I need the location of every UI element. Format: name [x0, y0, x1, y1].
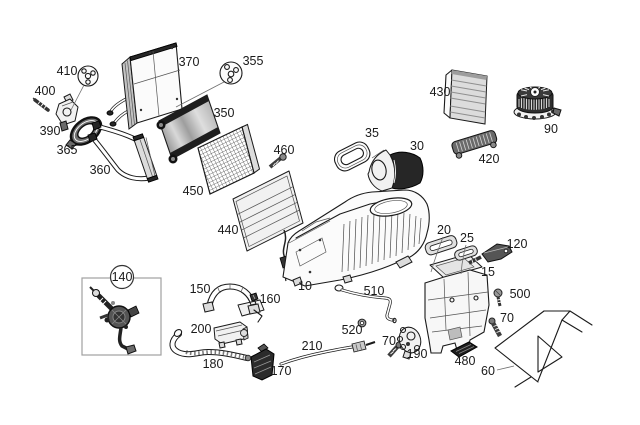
part-390-valve	[55, 93, 79, 132]
part-label-430: 430	[430, 85, 451, 99]
part-170-connector	[250, 343, 275, 381]
part-label-420: 420	[479, 152, 500, 166]
part-label-355: 355	[243, 54, 264, 68]
part-label-200: 200	[191, 322, 212, 336]
part-label-500: 500	[510, 287, 531, 301]
part-label-20: 20	[437, 223, 451, 237]
part-480-seal-strip	[450, 341, 478, 358]
part-90-blower-motor	[513, 86, 562, 120]
part-label-460: 460	[274, 143, 295, 157]
part-label-160: 160	[260, 292, 281, 306]
part-label-140: 140	[112, 270, 133, 284]
part-355-sealing-ring	[219, 61, 243, 85]
part-label-520: 520	[342, 323, 363, 337]
part-160-clip	[249, 292, 259, 302]
part-label-370: 370	[179, 55, 200, 69]
part-label-390: 390	[40, 124, 61, 138]
part-label-120: 120	[507, 237, 528, 251]
part-label-70: 70	[382, 334, 396, 348]
part-400-stud	[32, 97, 50, 112]
part-10-main-housing	[282, 189, 430, 287]
part-370-evaporator	[106, 42, 183, 130]
part-label-450: 450	[183, 184, 204, 198]
part-label-circle-140	[109, 264, 135, 290]
part-label-440: 440	[218, 223, 239, 237]
part-label-170: 170	[271, 364, 292, 378]
part-70-bolt-right	[488, 317, 502, 338]
part-label-180: 180	[203, 357, 224, 371]
part-190-actuator	[396, 326, 422, 360]
part-label-10: 10	[298, 279, 312, 293]
part-label-410: 410	[57, 64, 78, 78]
part-430-cabin-filter	[443, 69, 488, 125]
part-35-sealing-frame	[333, 141, 371, 172]
part-520-nut	[357, 318, 367, 328]
part-20-gasket	[424, 235, 458, 256]
leader-lines	[70, 81, 515, 371]
part-label-35: 35	[365, 126, 379, 140]
part-360-heater-pipes	[87, 120, 159, 183]
part-label-30: 30	[410, 139, 424, 153]
part-420-actuator-strip	[451, 130, 498, 159]
part-25-gasket	[454, 245, 478, 261]
part-500-bolt	[493, 288, 503, 307]
part-350-heater-core	[156, 94, 221, 164]
part-label-15: 15	[481, 265, 495, 279]
part-label-510: 510	[364, 284, 385, 298]
part-460-screw	[268, 153, 287, 169]
part-510-pipe	[334, 284, 397, 324]
part-120-bracket-bolt	[468, 243, 513, 265]
part-210-hose	[279, 340, 376, 366]
part-label-350: 350	[214, 106, 235, 120]
part-410-sealing-ring	[77, 65, 99, 87]
part-label-210: 210	[302, 339, 323, 353]
part-150-bracket	[202, 283, 265, 323]
part-200-actuator	[213, 321, 249, 349]
part-label-480: 480	[455, 354, 476, 368]
part-30-air-intake	[367, 149, 424, 192]
part-label-150: 150	[190, 282, 211, 296]
part-label-25: 25	[460, 231, 474, 245]
part-label-365: 365	[57, 143, 78, 157]
part-450-heater-grid	[197, 123, 261, 195]
part-label-360: 360	[90, 163, 111, 177]
part-label-190: 190	[407, 347, 428, 361]
part-label-400: 400	[35, 84, 56, 98]
part-label-90: 90	[544, 122, 558, 136]
part-label-60: 60	[481, 364, 495, 378]
part-15-rear-housing	[424, 253, 490, 354]
part-140-valve-unit	[81, 277, 162, 356]
part-label-70: 70	[500, 311, 514, 325]
part-60-duct-outline	[494, 310, 593, 388]
